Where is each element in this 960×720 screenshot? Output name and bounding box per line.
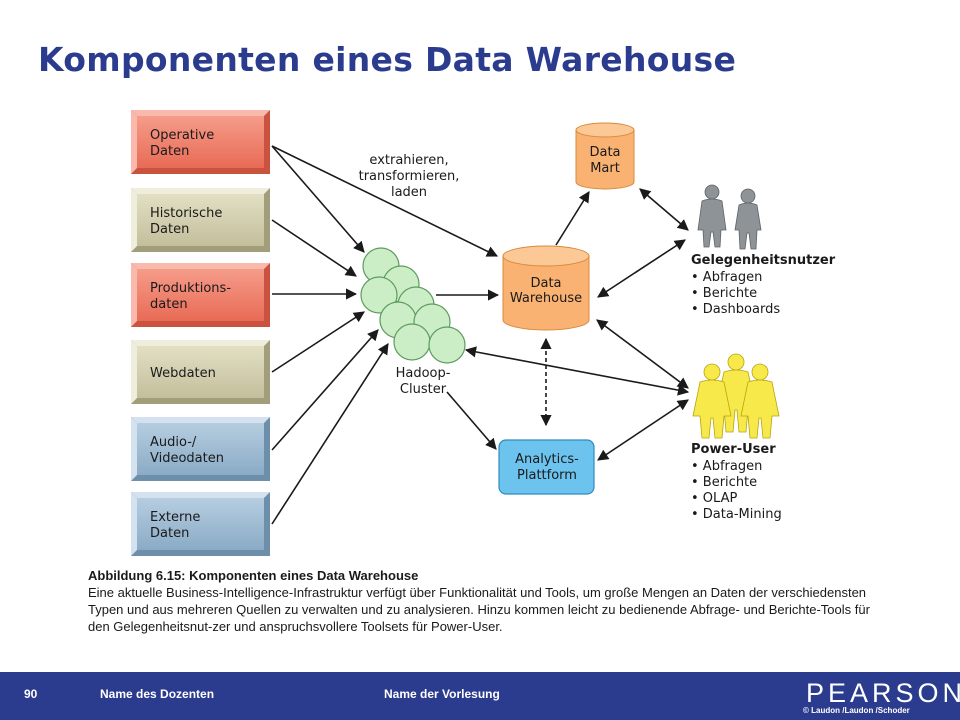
source-box-label: Daten — [150, 526, 189, 541]
power-users-item: • OLAP — [691, 491, 737, 506]
caption-heading: Abbildung 6.15: Komponenten eines Data W… — [88, 568, 419, 583]
arrow-analytics-power — [597, 399, 689, 461]
svg-text:extrahieren,: extrahieren, — [369, 153, 448, 168]
source-box: Produktions-daten — [131, 263, 270, 327]
data-warehouse-label-2: Warehouse — [510, 291, 582, 306]
source-box-label: Historische — [150, 206, 222, 221]
source-box-label: Externe — [150, 510, 200, 525]
figure-caption: Abbildung 6.15: Komponenten eines Data W… — [88, 567, 878, 635]
data-mart-label-2: Mart — [590, 161, 620, 176]
svg-text:laden: laden — [391, 185, 427, 200]
analytics-label-1: Analytics- — [515, 452, 579, 467]
source-arrows — [271, 145, 690, 525]
arrow-warehouse-casual — [597, 239, 686, 298]
hadoop-cluster — [360, 247, 466, 364]
power-users-text: Power-User • Abfragen • Berichte • OLAP … — [691, 442, 782, 522]
casual-users-text: Gelegenheitsnutzer • Abfragen • Berichte… — [691, 253, 836, 317]
arrow-hadoop-to-analytics — [446, 391, 497, 450]
analytics-platform-box: Analytics- Plattform — [498, 439, 595, 495]
power-users-item: • Abfragen — [691, 459, 762, 474]
arrow-externe-to-hadoop — [271, 343, 389, 525]
casual-users-item: • Abfragen — [691, 270, 762, 285]
arrow-audio-to-hadoop — [271, 329, 379, 451]
data-warehouse-diagram: OperativeDatenHistorischeDatenProduktion… — [131, 110, 836, 556]
power-users-item: • Berichte — [691, 475, 757, 490]
hadoop-label-2: Cluster — [400, 382, 447, 397]
arrow-webdaten-to-hadoop — [271, 311, 365, 373]
etl-label: extrahieren, transformieren, laden — [359, 153, 460, 200]
hadoop-label-1: Hadoop- — [396, 366, 451, 381]
source-box-label: Audio-/ — [150, 435, 197, 450]
power-users-item: • Data-Mining — [691, 507, 782, 522]
source-box-label: Operative — [150, 128, 214, 143]
data-mart-label-1: Data — [589, 145, 620, 160]
caption-text: Eine aktuelle Business-Intelligence-Infr… — [88, 585, 870, 634]
arrow-hadoop-power — [464, 346, 690, 396]
footer-bar: 90 Name des Dozenten Name der Vorlesung … — [0, 672, 960, 720]
pearson-logo: PEARSON — [806, 678, 960, 708]
casual-users-heading: Gelegenheitsnutzer — [691, 253, 836, 268]
arrow-operative-to-warehouse — [271, 145, 499, 257]
arrow-mart-casual — [639, 188, 689, 231]
casual-users-item: • Dashboards — [691, 302, 780, 317]
data-mart-cylinder: Data Mart — [575, 122, 635, 190]
casual-users-item: • Berichte — [691, 286, 757, 301]
lecturer-name: Name des Dozenten — [100, 687, 215, 701]
source-box: Audio-/Videodaten — [131, 417, 270, 481]
data-warehouse-cylinder: Data Warehouse — [502, 245, 590, 331]
page-title: Komponenten eines Data Warehouse — [38, 40, 737, 79]
page-number: 90 — [24, 687, 38, 701]
source-box-label: daten — [150, 297, 188, 312]
copyright-text: © Laudon /Laudon /Schoder — [803, 706, 910, 715]
casual-users-icon — [697, 184, 762, 250]
source-box-label: Daten — [150, 222, 189, 237]
power-users-icon — [692, 353, 780, 439]
source-box-label: Webdaten — [150, 366, 216, 381]
data-warehouse-label-1: Data — [530, 276, 561, 291]
source-box: Webdaten — [131, 340, 270, 404]
svg-text:transformieren,: transformieren, — [359, 169, 460, 184]
source-box-label: Videodaten — [150, 451, 224, 466]
source-box-label: Produktions- — [150, 281, 231, 296]
arrow-warehouse-to-mart — [555, 191, 590, 246]
source-box-label: Daten — [150, 144, 189, 159]
arrow-operative-to-hadoop — [271, 145, 365, 253]
arrow-historische-to-hadoop — [271, 219, 357, 277]
analytics-label-2: Plattform — [517, 468, 577, 483]
power-users-heading: Power-User — [691, 442, 776, 457]
lecture-name: Name der Vorlesung — [384, 687, 500, 701]
